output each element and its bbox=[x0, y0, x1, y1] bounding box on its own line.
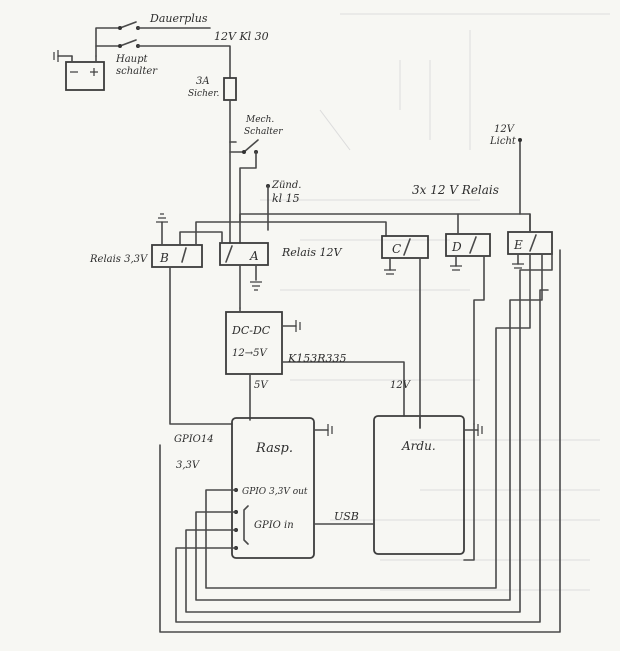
dcdc-part-label: K153R335 bbox=[287, 352, 347, 365]
labels: Dauerplus Haupt schalter 12V Kl 30 3A Si… bbox=[89, 12, 523, 531]
gpio14-label: GPIO14 bbox=[174, 434, 214, 445]
usb-label: USB bbox=[334, 510, 359, 523]
mech-switch bbox=[229, 139, 270, 244]
arduino bbox=[313, 415, 483, 555]
relay-a-label: A bbox=[249, 249, 259, 263]
gpio-loops bbox=[159, 249, 561, 633]
relay-b bbox=[151, 213, 387, 425]
ardu-label: Ardu. bbox=[401, 439, 436, 453]
relay-c bbox=[381, 235, 429, 429]
relais-33v-label: Relais 3,3V bbox=[89, 254, 149, 265]
v33-label: 3,3V bbox=[176, 460, 201, 471]
mech-switch-label-2: Schalter bbox=[244, 127, 283, 137]
licht-12v-label: 12V bbox=[494, 124, 516, 135]
relay-d bbox=[445, 233, 491, 425]
relay-b-label: B bbox=[159, 251, 169, 265]
fuse-3a bbox=[223, 77, 237, 143]
dauerplus-label: Dauerplus bbox=[149, 12, 208, 25]
main-switches bbox=[95, 21, 231, 79]
v5-label: 5V bbox=[254, 380, 269, 391]
hauptschalter-label: Haupt bbox=[115, 54, 149, 65]
kl15-label: kl 15 bbox=[272, 192, 300, 205]
ardu-feed bbox=[281, 361, 405, 417]
rasp-label: Rasp. bbox=[255, 441, 293, 456]
v12-label: 12V bbox=[390, 380, 412, 391]
fuse-label-2: Sicher. bbox=[188, 89, 220, 99]
relay-bus bbox=[239, 138, 531, 235]
hauptschalter-label-2: schalter bbox=[116, 66, 158, 77]
dcdc-label: DC-DC bbox=[231, 324, 271, 337]
relay-e-label: E bbox=[513, 238, 523, 252]
zuend-label: Zünd. bbox=[271, 180, 301, 191]
gpio-out-label: GPIO 3,3V out bbox=[242, 487, 308, 497]
dcdc-converter bbox=[225, 307, 301, 421]
bleed-through bbox=[260, 13, 610, 591]
relay-d-label: D bbox=[451, 240, 462, 254]
relais-3x-label: 3x 12 V Relais bbox=[412, 183, 499, 197]
kl30-label: 12V Kl 30 bbox=[214, 30, 269, 43]
gpio-in-label: GPIO in bbox=[254, 520, 294, 531]
dcdc-voltage-label: 12→5V bbox=[232, 348, 268, 359]
licht-label: Licht bbox=[489, 136, 517, 147]
mech-switch-label: Mech. bbox=[245, 115, 274, 125]
relay-a bbox=[219, 242, 269, 309]
fuse-label: 3A bbox=[196, 76, 210, 87]
relais-12v-label: Relais 12V bbox=[281, 246, 343, 259]
battery bbox=[53, 50, 105, 91]
relay-c-label: C bbox=[392, 242, 401, 256]
